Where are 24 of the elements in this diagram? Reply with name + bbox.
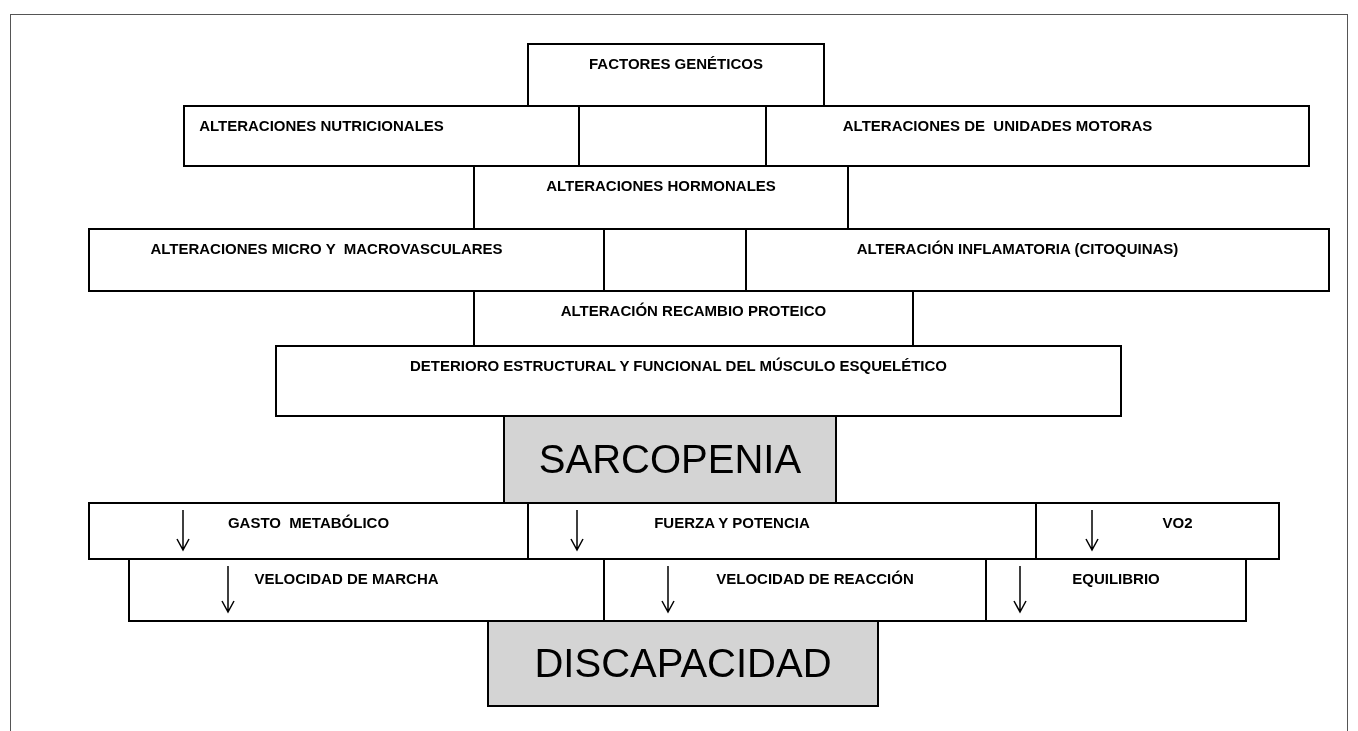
factor-box [527,43,825,107]
factor-box [473,290,914,347]
outcome-box [487,620,879,707]
box-label: GASTO METABÓLICO [227,514,390,531]
box-label: ALTERACIONES MICRO Y MACROVASCULARES [150,240,503,257]
box-label: VELOCIDAD DE REACCIÓN [716,570,914,587]
box-label: FACTORES GENÉTICOS [589,55,763,72]
box-label: DETERIORO ESTRUCTURAL Y FUNCIONAL DEL MÚSCULO ESQUELÉTICO [410,357,947,374]
box-label: VELOCIDAD DE MARCHA [254,570,439,587]
box-label: ALTERACIÓN RECAMBIO PROTEICO [560,302,827,319]
box-label: FUERZA Y POTENCIA [654,514,810,531]
box-label: SARCOPENIA [538,437,802,482]
factor-box [1035,502,1280,560]
factor-box [473,165,849,230]
box-label: ALTERACIÓN INFLAMATORIA (CITOQUINAS) [856,240,1179,257]
box-label: VO2 [1162,514,1193,531]
factor-box [985,558,1247,622]
box-label: ALTERACIONES HORMONALES [546,177,776,194]
factor-box [275,345,1122,417]
box-label: EQUILIBRIO [1072,570,1160,587]
box-label: ALTERACIONES DE UNIDADES MOTORAS [842,117,1153,134]
box-label: ALTERACIONES NUTRICIONALES [199,117,444,134]
outcome-box [503,415,837,504]
box-label: DISCAPACIDAD [534,641,832,686]
